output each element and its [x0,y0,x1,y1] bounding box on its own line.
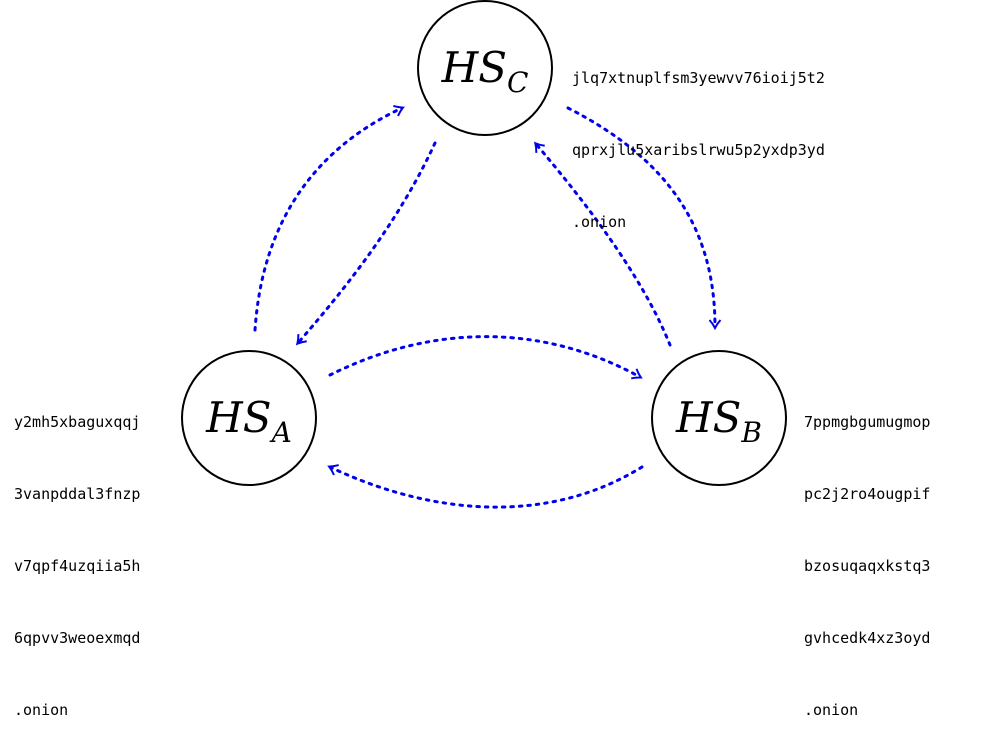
node-hs-b: HSB [651,350,787,486]
node-a-circle [181,350,317,486]
node-b-address: 7ppmgbgumugmop pc2j2ro4ougpif bzosuqaqxk… [804,362,930,746]
svg-text:HSA: HSA [205,393,292,449]
node-a-address-line: .onion [14,701,69,719]
node-a-address-line: 3vanpddal3fnzp [14,485,141,503]
edge-a-to-c [253,105,405,332]
node-c-subscript: C [507,66,528,99]
node-c-address-line: jlq7xtnuplfsm3yewvv76ioij5t2 [572,69,825,87]
node-a-subscript: A [269,416,292,449]
edge-c-to-b [566,106,722,331]
node-c-circle [417,0,553,136]
edge-b-to-c [533,141,672,347]
node-c-address-line: .onion [572,213,627,231]
node-hs-a: HSA [181,350,317,486]
node-b-name: HS [675,393,741,442]
node-b-address-line: bzosuqaqxkstq3 [804,557,931,575]
node-a-name: HS [205,393,271,442]
node-b-address-line: .onion [804,701,859,719]
node-b-address-line: 7ppmgbgumugmop [804,413,931,431]
edge-c-to-a [295,141,437,346]
edge-b-to-a [327,464,644,509]
edge-a-to-b [328,335,643,380]
network-diagram: HSC HSA HSB [181,0,787,509]
node-a-address-line: 6qpvv3weoexmqd [14,629,141,647]
node-b-circle [651,350,787,486]
node-hs-c: HSC [417,0,553,136]
node-c-name: HS [441,43,507,92]
node-b-address-line: gvhcedk4xz3oyd [804,629,931,647]
node-b-subscript: B [740,416,762,449]
node-c-address: jlq7xtnuplfsm3yewvv76ioij5t2 qprxjlu5xar… [572,18,825,258]
svg-text:HSB: HSB [675,393,762,449]
node-a-address-line: y2mh5xbaguxqqj [14,413,141,431]
node-a-address-line: v7qpf4uzqiia5h [14,557,141,575]
node-a-address: y2mh5xbaguxqqj 3vanpddal3fnzp v7qpf4uzqi… [14,362,140,746]
edges [253,105,722,509]
svg-text:HSC: HSC [441,43,529,99]
node-c-address-line: qprxjlu5xaribslrwu5p2yxdp3yd [572,141,825,159]
node-b-address-line: pc2j2ro4ougpif [804,485,931,503]
